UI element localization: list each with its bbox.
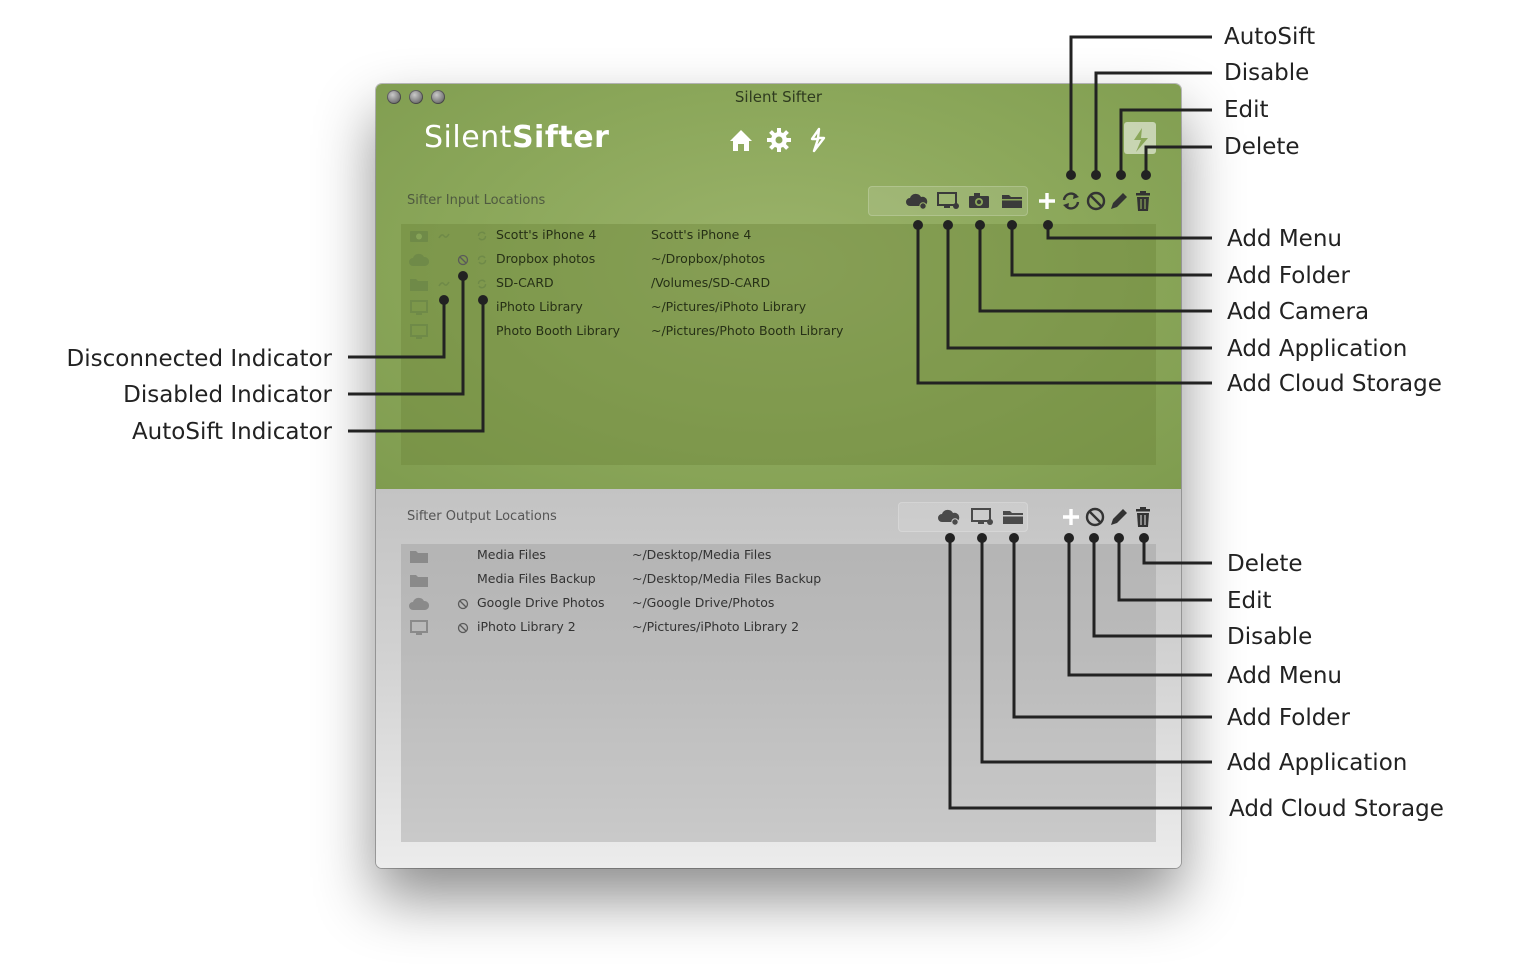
folder-icon [410,279,428,291]
autosift-indicator-icon [477,255,487,265]
disabled-indicator-icon [457,254,469,266]
output-section: Sifter Output Locations Media Files ~/Des… [376,489,1181,868]
add-camera-icon[interactable] [968,192,992,210]
output-location-row[interactable]: Google Drive Photos ~/Google Drive/Photos [401,592,1156,616]
annotation-label: Disconnected Indicator [66,346,332,372]
add-cloud-storage-icon[interactable] [937,508,961,526]
location-name: iPhoto Library 2 [477,619,576,634]
annotation-label: Add Menu [1227,226,1342,252]
location-path: ~/Pictures/Photo Booth Library [651,323,844,338]
disconnected-indicator-icon [438,233,450,239]
disable-icon[interactable] [1084,506,1106,528]
location-path: ~/Pictures/iPhoto Library [651,299,807,314]
disable-icon[interactable] [1085,190,1107,212]
annotation-label: AutoSift Indicator [131,419,332,445]
annotation-label: Add Cloud Storage [1229,796,1444,822]
location-name: SD-CARD [496,275,554,290]
add-menu-icon[interactable] [1037,191,1057,211]
input-add-toolbar [868,186,1028,216]
logo-light-text: Silent [424,120,512,155]
output-section-title: Sifter Output Locations [407,509,557,524]
location-path: ~/Dropbox/photos [651,251,766,266]
annotation-label: Add Cloud Storage [1227,371,1442,397]
minimize-window-button[interactable] [409,90,423,104]
add-application-icon[interactable] [970,508,994,526]
delete-icon[interactable] [1133,506,1153,528]
annotation-label: AutoSift [1224,24,1316,50]
input-section: Silent Sifter SilentSifter Sifter Input … [376,84,1181,489]
location-path: Scott's iPhone 4 [651,227,752,242]
gear-icon[interactable] [765,126,793,154]
location-path: /Volumes/SD-CARD [651,275,771,290]
annotation-label: Delete [1227,551,1303,577]
logo-bold-text: Sifter [511,120,610,155]
disconnected-indicator-icon [438,281,450,287]
location-path: ~/Google Drive/Photos [632,595,775,610]
add-folder-icon[interactable] [1002,508,1026,526]
add-menu-icon[interactable] [1061,507,1081,527]
output-location-row[interactable]: Media Files ~/Desktop/Media Files [401,544,1156,568]
location-name: Media Files Backup [477,571,596,586]
location-name: Media Files [477,547,546,562]
annotation-label: Disable [1227,624,1313,650]
input-location-row[interactable]: Dropbox photos ~/Dropbox/photos [401,248,1156,272]
location-name: iPhoto Library [496,299,583,314]
output-location-row[interactable]: Media Files Backup ~/Desktop/Media Files … [401,568,1156,592]
location-name: Google Drive Photos [477,595,605,610]
delete-icon[interactable] [1133,190,1153,212]
annotation-label: Add Menu [1227,663,1342,689]
monitor-icon [410,300,428,315]
disabled-indicator-icon [457,598,469,610]
input-section-title: Sifter Input Locations [407,193,546,208]
autosift-indicator-icon [477,279,487,289]
disabled-indicator-icon [457,622,469,634]
location-path: ~/Pictures/iPhoto Library 2 [632,619,800,634]
annotation-label: Disable [1224,60,1310,86]
cloud-icon [409,597,429,610]
folder-icon [410,575,428,587]
monitor-icon [410,324,428,339]
annotation-label: Add Folder [1227,263,1350,289]
input-locations-list: Scott's iPhone 4 Scott's iPhone 4 Dropbox … [401,224,1156,465]
location-name: Dropbox photos [496,251,596,266]
annotation-label: Add Application [1227,750,1408,776]
add-folder-icon[interactable] [1001,192,1025,210]
monitor-icon [410,620,428,635]
folder-icon [410,551,428,563]
cloud-icon [409,253,429,266]
add-application-icon[interactable] [936,192,960,210]
app-logo: SilentSifter [424,120,609,155]
annotation-label: Add Folder [1227,705,1350,731]
input-location-row[interactable]: iPhoto Library ~/Pictures/iPhoto Library [401,296,1156,320]
camera-icon [410,231,428,242]
input-location-row[interactable]: SD-CARD/Volumes/SD-CARD [401,272,1156,296]
sifter-icon[interactable] [804,126,832,154]
input-location-row[interactable]: Scott's iPhone 4 Scott's iPhone 4 [401,224,1156,248]
autosift-icon[interactable] [1060,190,1082,212]
edit-icon[interactable] [1108,506,1130,528]
add-cloud-storage-icon[interactable] [905,192,929,210]
location-name: Scott's iPhone 4 [496,227,597,242]
location-name: Photo Booth Library [496,323,621,338]
location-path: ~/Desktop/Media Files Backup [632,571,822,586]
annotation-label: Add Camera [1227,299,1370,325]
annotation-label: Disabled Indicator [123,382,332,408]
annotation-label: Edit [1224,97,1269,123]
input-location-row[interactable]: Photo Booth Library ~/Pictures/Photo Boot… [401,320,1156,344]
annotation-label: Edit [1227,588,1272,614]
silent-sifter-window: Silent Sifter SilentSifter Sifter Input … [376,84,1181,868]
annotation-label: Delete [1224,134,1300,160]
window-title: Silent Sifter [734,88,823,106]
autosift-indicator-icon [477,231,487,241]
zoom-window-button[interactable] [431,90,445,104]
annotation-label: Add Application [1227,336,1408,362]
home-icon[interactable] [727,126,755,154]
close-window-button[interactable] [387,90,401,104]
edit-icon[interactable] [1108,190,1130,212]
output-location-row[interactable]: iPhoto Library 2 ~/Pictures/iPhoto Librar… [401,616,1156,640]
location-path: ~/Desktop/Media Files [632,547,772,562]
